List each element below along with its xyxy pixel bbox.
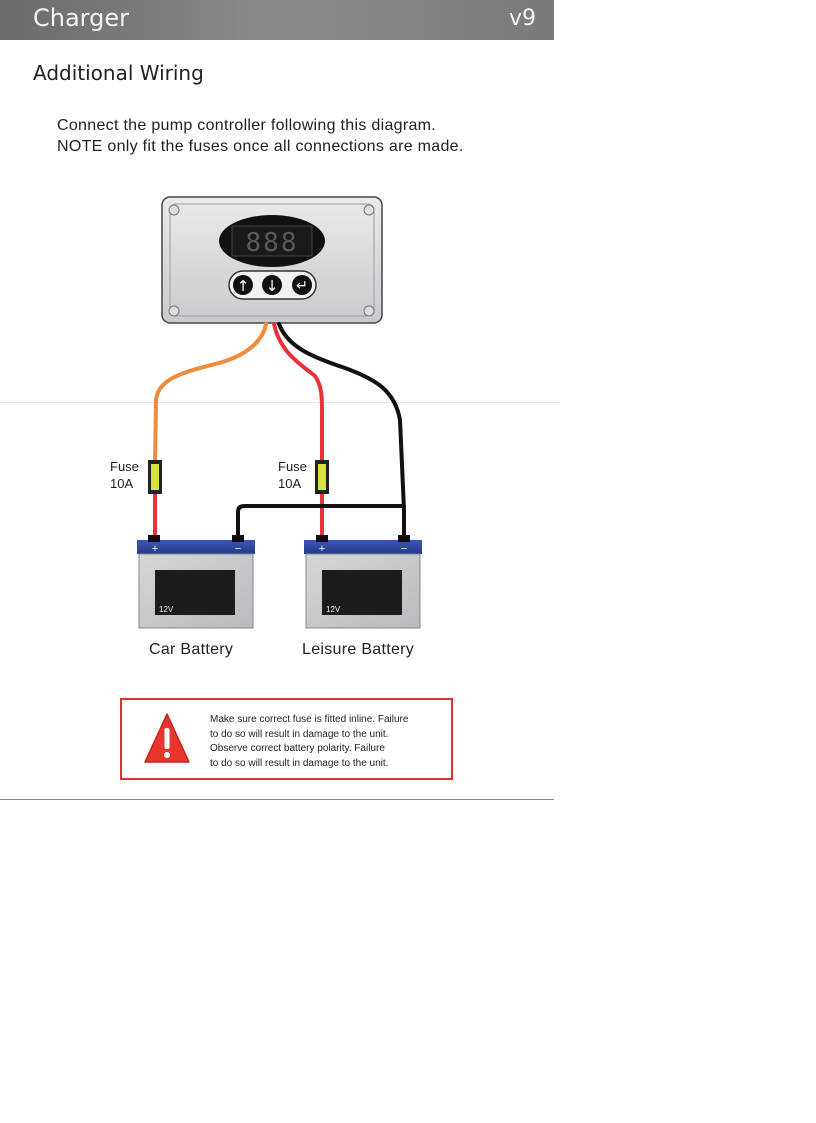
intro-line-2: NOTE only fit the fuses once all connect… bbox=[57, 138, 464, 155]
section-title: Additional Wiring bbox=[33, 61, 204, 85]
orange-wire bbox=[153, 322, 268, 464]
leisure-plus-terminal: + bbox=[319, 543, 325, 555]
screw-icon bbox=[363, 204, 375, 216]
leisure-battery: + − 12V bbox=[304, 535, 422, 629]
wires bbox=[153, 322, 406, 542]
screw-icon bbox=[363, 305, 375, 317]
intro-text: Connect the pump controller following th… bbox=[57, 115, 464, 157]
header-version: v9 bbox=[508, 6, 536, 31]
car-battery: + − 12V bbox=[137, 535, 255, 629]
fold-line bbox=[0, 402, 560, 403]
warning-box: Make sure correct fuse is fitted inline.… bbox=[120, 698, 453, 780]
fuse-leisure-name: Fuse bbox=[278, 459, 307, 474]
red-wire-leisure bbox=[272, 322, 324, 464]
screw-icon bbox=[168, 305, 180, 317]
display-digits: 888 bbox=[246, 228, 299, 258]
fuse-car bbox=[148, 460, 162, 494]
warning-line-4: to do so will result in damage to the un… bbox=[210, 757, 389, 769]
down-arrow-icon: ↓ bbox=[266, 277, 279, 295]
car-battery-voltage: 12V bbox=[159, 605, 174, 614]
warning-line-2: to do so will result in damage to the un… bbox=[210, 728, 389, 740]
intro-line-1: Connect the pump controller following th… bbox=[57, 117, 437, 134]
fuse-car-rating: 10A bbox=[110, 476, 134, 491]
fuse-leisure-rating: 10A bbox=[278, 476, 302, 491]
warning-line-1: Make sure correct fuse is fitted inline.… bbox=[210, 714, 409, 725]
up-button[interactable] bbox=[233, 275, 253, 295]
car-plus-terminal: + bbox=[152, 543, 158, 555]
enter-arrow-icon: ↵ bbox=[296, 278, 308, 294]
black-bridge-wire bbox=[236, 504, 406, 542]
warning-text: Make sure correct fuse is fitted inline.… bbox=[210, 713, 450, 771]
fuse-leisure bbox=[315, 460, 329, 494]
fuse-car-name: Fuse bbox=[110, 459, 139, 474]
car-minus-terminal: − bbox=[235, 543, 241, 555]
leisure-minus-terminal: − bbox=[401, 543, 407, 555]
fuse-leisure-label: Fuse 10A bbox=[278, 458, 307, 492]
enter-button[interactable] bbox=[292, 275, 312, 295]
car-battery-label: Car Battery bbox=[149, 641, 234, 658]
warning-line-3: Observe correct battery polarity. Failur… bbox=[210, 743, 385, 754]
black-wire bbox=[277, 322, 406, 542]
header-title: Charger bbox=[33, 4, 129, 32]
leisure-battery-label: Leisure Battery bbox=[302, 641, 415, 658]
screw-icon bbox=[168, 204, 180, 216]
up-arrow-icon: ↑ bbox=[237, 277, 250, 295]
display-window bbox=[231, 225, 313, 257]
warning-triangle-icon bbox=[144, 713, 190, 763]
page-divider bbox=[0, 799, 554, 800]
fuse-car-label: Fuse 10A bbox=[110, 458, 139, 492]
leisure-battery-voltage: 12V bbox=[326, 605, 341, 614]
pump-controller: 888 ↑ ↓ ↵ bbox=[161, 196, 383, 324]
down-button[interactable] bbox=[262, 275, 282, 295]
header-bar: Charger v9 bbox=[0, 0, 554, 40]
